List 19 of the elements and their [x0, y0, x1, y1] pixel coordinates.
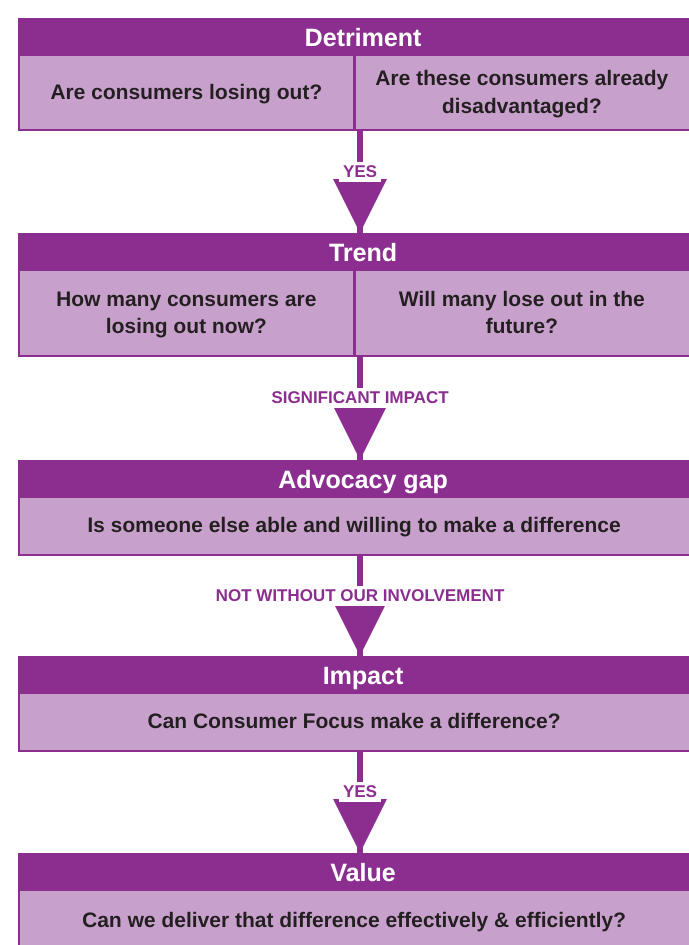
stage-box: [18, 460, 689, 556]
stage-heading: Trend: [328, 238, 398, 268]
edge-label: YES: [338, 162, 382, 182]
question-box: Are consumers losing out?: [20, 56, 352, 129]
question-box: Will many lose out in the future?: [356, 271, 689, 355]
question-box: Is someone else able and willing to make a difference: [20, 498, 689, 554]
stage-heading: Impact: [322, 660, 404, 692]
question-box: Can we deliver that difference effectively & efficiently?: [20, 891, 689, 945]
question-box: How many consumers are losing out now?: [20, 271, 352, 355]
stage-heading: Advocacy gap: [277, 464, 449, 496]
question-box: Can Consumer Focus make a difference?: [20, 694, 689, 750]
stage-heading: Value: [329, 858, 397, 888]
stage-heading: Detriment: [304, 22, 422, 54]
question-box: Are these consumers already disadvantaged?: [356, 56, 689, 129]
edge-label: YES: [338, 782, 382, 802]
stage-box: [18, 18, 689, 131]
stage-box: [18, 233, 689, 357]
stage-box: [18, 656, 689, 752]
stage-box: [18, 853, 689, 945]
